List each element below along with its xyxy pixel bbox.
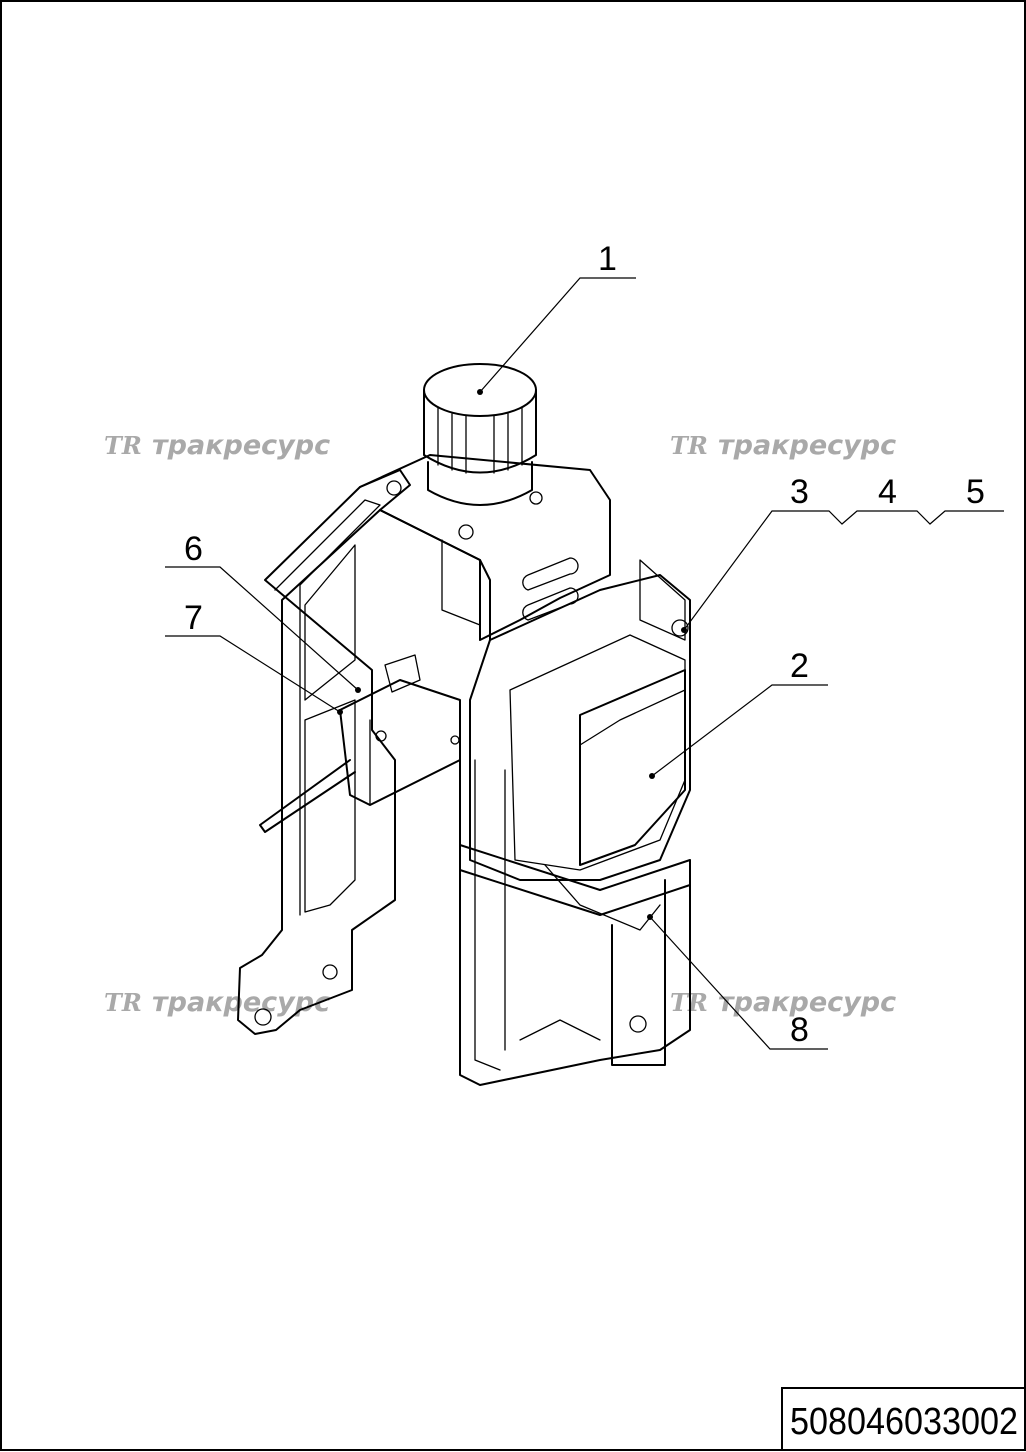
top-plate xyxy=(359,454,611,641)
part-number: 508046033002 xyxy=(790,1401,1018,1443)
callout-4: 4 xyxy=(878,473,897,511)
watermark-logo: TR xyxy=(104,988,142,1017)
callout-1: 1 xyxy=(598,240,617,278)
part-number-box: 508046033002 xyxy=(781,1387,1026,1451)
watermark-bottom-left: TR тракресурс xyxy=(104,987,330,1018)
watermark-bottom-right: TR тракресурс xyxy=(670,987,896,1018)
left-bracket xyxy=(237,469,411,1035)
watermark-text: тракресурс xyxy=(718,987,896,1018)
watermark-top-left: TR тракресурс xyxy=(104,430,330,461)
callout-8: 8 xyxy=(790,1011,809,1049)
callout-7: 7 xyxy=(184,599,203,637)
callout-2: 2 xyxy=(790,647,809,685)
leader-2 xyxy=(651,684,828,777)
watermark-text: тракресурс xyxy=(152,430,330,461)
watermark-logo: TR xyxy=(670,431,708,460)
micro-switch xyxy=(259,654,461,833)
watermark-top-right: TR тракресурс xyxy=(670,430,896,461)
callout-labels: 1 2 3 4 5 6 7 8 xyxy=(184,240,985,1049)
reservoir-body xyxy=(459,574,691,1086)
callout-5: 5 xyxy=(966,473,985,511)
watermark-text: тракресурс xyxy=(152,987,330,1018)
leader-lines xyxy=(165,277,1004,1050)
strap-clamp xyxy=(459,844,691,1066)
leader-8 xyxy=(649,916,828,1050)
callout-6: 6 xyxy=(184,530,203,568)
leader-7 xyxy=(165,635,341,713)
callout-3: 3 xyxy=(790,473,809,511)
cap-knob xyxy=(423,363,537,506)
leader-6 xyxy=(165,566,359,691)
watermark-logo: TR xyxy=(104,431,142,460)
leader-1 xyxy=(479,277,636,393)
watermark-logo: TR xyxy=(670,988,708,1017)
watermark-text: тракресурс xyxy=(718,430,896,461)
front-plate xyxy=(579,559,689,866)
assembly-drawing xyxy=(237,363,691,1086)
leader-3-4-5 xyxy=(683,510,1004,631)
